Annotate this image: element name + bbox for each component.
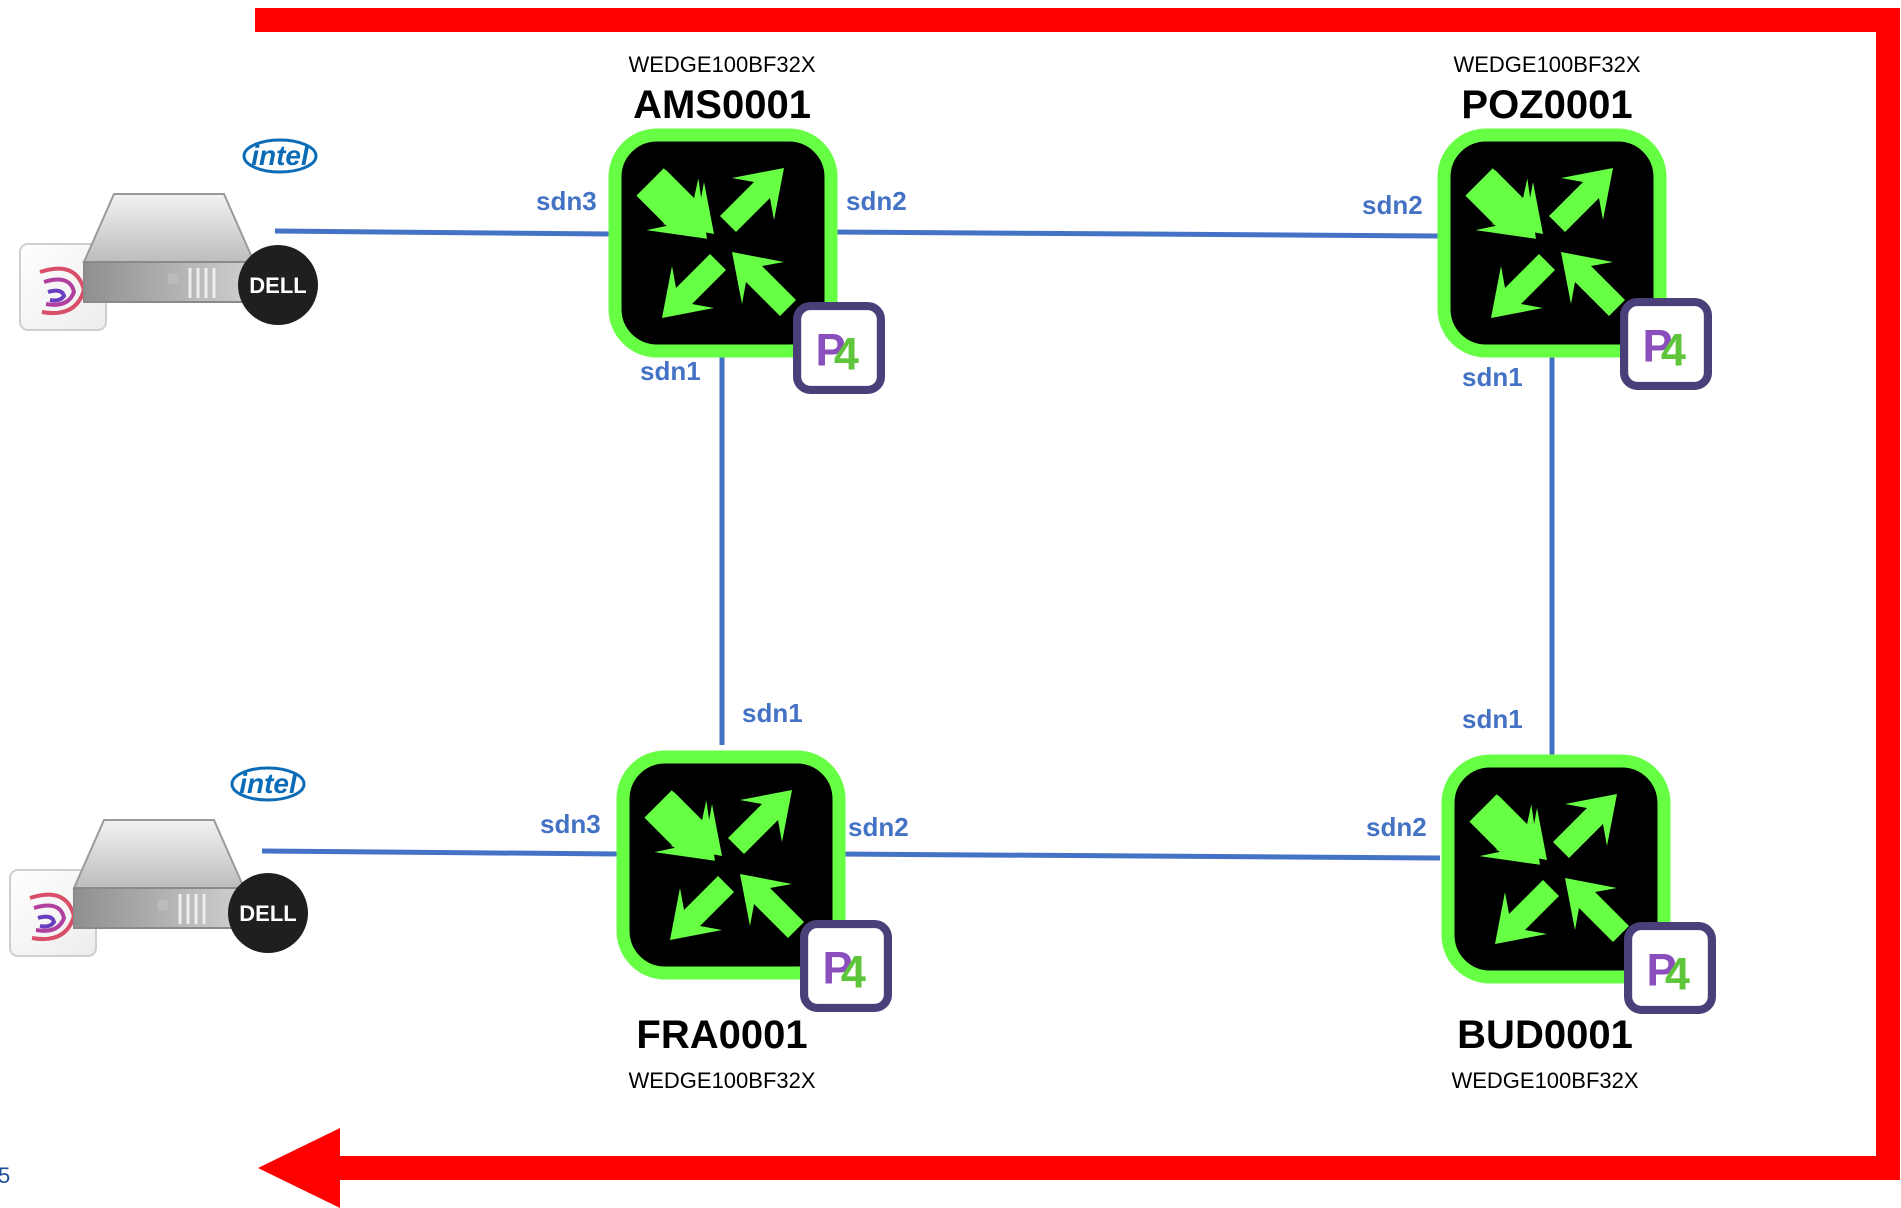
server-bottom-brand: DELL bbox=[239, 901, 296, 926]
switch-model: WEDGE100BF32X bbox=[1451, 1068, 1638, 1093]
switch-name: POZ0001 bbox=[1461, 83, 1632, 127]
switch-ams0001[interactable]: WEDGE100BF32X AMS0001 sdn3 sdn2 sdn1 bbox=[536, 52, 907, 390]
link-fra-bud bbox=[837, 851, 1441, 861]
loop-arrow bbox=[255, 8, 1900, 1208]
port-label: sdn2 bbox=[1362, 190, 1423, 220]
link-server-bottom-fra bbox=[261, 848, 621, 857]
port-label: sdn1 bbox=[1462, 704, 1523, 734]
switch-model: WEDGE100BF32X bbox=[628, 1068, 815, 1093]
switch-name: FRA0001 bbox=[636, 1013, 807, 1057]
server-icon bbox=[8, 818, 246, 958]
switch-bud0001[interactable]: BUD0001 WEDGE100BF32X sdn2 sdn1 bbox=[1366, 704, 1712, 1093]
port-label: sdn1 bbox=[742, 698, 803, 728]
link-server-top-ams bbox=[274, 228, 611, 237]
port-label: sdn1 bbox=[1462, 362, 1523, 392]
dell-logo-icon: DELL bbox=[238, 245, 318, 325]
port-label: sdn2 bbox=[1366, 812, 1427, 842]
p4-logo-icon bbox=[1628, 926, 1712, 1010]
link-ams-poz bbox=[829, 229, 1441, 239]
p4-logo-icon bbox=[797, 306, 881, 390]
port-label: sdn3 bbox=[540, 809, 601, 839]
port-label: sdn1 bbox=[640, 356, 701, 386]
server-icon bbox=[18, 192, 256, 332]
server-bottom-intel: intel bbox=[239, 768, 298, 799]
server-top-intel: intel bbox=[251, 140, 310, 171]
switch-name: AMS0001 bbox=[633, 83, 811, 127]
page-number: 5 bbox=[0, 1163, 10, 1188]
p4-logo-icon bbox=[804, 924, 888, 1008]
port-label: sdn3 bbox=[536, 186, 597, 216]
p4-logo-icon bbox=[1624, 302, 1708, 386]
switch-model: WEDGE100BF32X bbox=[628, 52, 815, 77]
switch-poz0001[interactable]: WEDGE100BF32X POZ0001 sdn2 sdn1 bbox=[1362, 52, 1708, 392]
switch-fra0001[interactable]: FRA0001 WEDGE100BF32X sdn3 sdn2 sdn1 bbox=[540, 698, 909, 1093]
server-bottom[interactable]: DELL intel bbox=[8, 766, 308, 958]
switch-model: WEDGE100BF32X bbox=[1453, 52, 1640, 77]
port-label: sdn2 bbox=[848, 812, 909, 842]
server-top[interactable]: DELL intel bbox=[18, 138, 318, 332]
dell-logo-icon: DELL bbox=[228, 873, 308, 953]
intel-logo-icon: intel bbox=[230, 766, 306, 802]
switch-name: BUD0001 bbox=[1457, 1013, 1633, 1057]
server-top-brand: DELL bbox=[249, 273, 306, 298]
links bbox=[261, 228, 1555, 861]
intel-logo-icon: intel bbox=[242, 138, 318, 174]
port-label: sdn2 bbox=[846, 186, 907, 216]
